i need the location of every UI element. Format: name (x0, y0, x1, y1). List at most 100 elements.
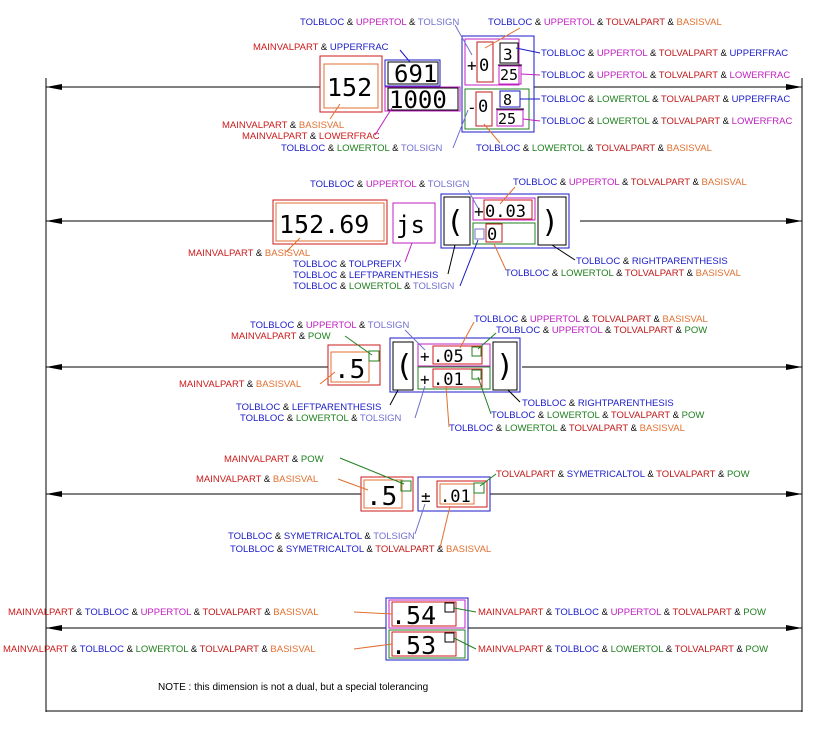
label-d1-uppersign: TOLBLOC & UPPERTOL & TOLSIGN (300, 17, 459, 28)
label-d3-rparen: TOLBLOC & RIGHTPARENTHESIS (522, 398, 674, 409)
arrowhead-left-3 (46, 364, 62, 370)
label-d1-lowerfrac: MAINVALPART & LOWERFRAC (242, 131, 380, 142)
upper-tolval-box-2 (483, 199, 533, 220)
label-d1-lowerden: TOLBLOC & LOWERTOL & TOLVALPART & LOWERF… (541, 116, 792, 127)
leader-d2-rparen (551, 244, 576, 261)
leader-d1-upperfrac (399, 49, 411, 63)
leader-d1-upperval (484, 27, 521, 49)
leader-d4-pow (339, 457, 405, 485)
leader-d2-basisval (285, 237, 301, 253)
label-d3-basisval: MAINVALPART & BASISVAL (179, 379, 301, 390)
lparen-2: ( (446, 205, 464, 240)
label-d3-upperval: TOLBLOC & UPPERTOL & TOLVALPART & BASISV… (474, 314, 708, 325)
upper-val-3: .05 (433, 347, 464, 367)
basisval-box-2 (275, 202, 385, 242)
lower-sign-box-2 (474, 228, 485, 240)
upper-tolval-box-1 (476, 41, 494, 83)
pow-box-3 (368, 350, 380, 362)
leader-d4-val (439, 505, 451, 549)
label-d2-basisval: MAINVALPART & BASISVAL (188, 248, 310, 259)
label-d2-lparen: TOLBLOC & LEFTPARENTHESIS (293, 270, 438, 281)
label-d3-lparen: TOLBLOC & LEFTPARENTHESIS (236, 402, 381, 413)
label-d4-valpow: TOLVALPART & SYMETRICALTOL & TOLVALPART … (496, 469, 750, 480)
label-d2-lowersign: TOLBLOC & LOWERTOL & TOLSIGN (293, 281, 455, 292)
label-d5-lower-left: MAINVALPART & TOLBLOC & LOWERTOL & TOLVA… (3, 644, 316, 655)
leader-d3-pow (344, 335, 373, 356)
upper-den-1: 25 (500, 66, 518, 84)
leader-d4-sign (414, 503, 426, 535)
label-d1-basisval: MAINVALPART & BASISVAL (222, 120, 344, 131)
main-value-1: 152 (327, 73, 372, 102)
label-d3-lowerval: TOLBLOC & LOWERTOL & TOLVALPART & BASISV… (449, 423, 685, 434)
label-d3-uppersign: TOLBLOC & UPPERTOL & TOLSIGN (250, 320, 409, 331)
tolbloc-box-5 (385, 597, 469, 661)
basisval-box-3 (330, 351, 370, 383)
leader-d1-upperden (520, 73, 541, 76)
lower-val-2: 0 (487, 225, 497, 245)
leader-d5-upper-left (353, 611, 393, 615)
leader-d3-lowersign (414, 385, 426, 419)
label-d1-upperfrac: MAINVALPART & UPPERFRAC (253, 42, 389, 53)
upper-sign-3: + (420, 347, 430, 366)
tolbloc-box-1 (461, 35, 535, 133)
sign-4: ± (421, 487, 431, 506)
leader-d4-basisval (337, 478, 369, 491)
leader-d3-uppersign (404, 329, 426, 351)
lowertol-box-1 (464, 88, 530, 130)
leader-d5-lower-left (353, 643, 393, 650)
rparen-2: ) (541, 205, 559, 240)
lowertol-box-2 (472, 222, 536, 245)
prefix-2: js (396, 211, 425, 239)
leader-d3-basisval (319, 371, 336, 385)
mainvalpart-box-3 (327, 344, 381, 386)
leader-d3-upperval (459, 321, 475, 349)
uppertol-box-3 (417, 343, 491, 367)
upper-den-box-1 (498, 65, 522, 85)
lower-pow-box-3 (471, 369, 482, 380)
label-d2-upperval: TOLBLOC & UPPERTOL & TOLVALPART & BASISV… (513, 177, 747, 188)
label-d5-lower-right: MAINVALPART & TOLBLOC & LOWERTOL & TOLVA… (478, 644, 768, 655)
leader-d1-lowersign (452, 109, 469, 149)
lower-val-3: .01 (433, 370, 464, 390)
rparen-3: ) (496, 349, 514, 384)
label-d2-tolprefix: TOLBLOC & TOLPREFIX (293, 259, 402, 270)
tolbloc-box-2 (440, 193, 570, 249)
main-value-3: .5 (334, 355, 365, 385)
upper-num-box-1 (499, 42, 519, 64)
uppertol-box-2 (472, 197, 536, 221)
leader-d2-upperval (499, 186, 516, 205)
lowertol-box-3 (417, 366, 491, 390)
arrowhead-left-5 (46, 625, 62, 631)
leader-d2-lowersign (459, 239, 479, 287)
main-value-2: 152.69 (279, 210, 369, 239)
leader-d2-tolprefix (404, 242, 413, 263)
label-d4-pow: MAINVALPART & POW (224, 454, 324, 465)
lowerfrac-inner-1 (387, 87, 459, 111)
leader-d3-rparen (507, 389, 521, 403)
label-d3-upperpow: TOLBLOC & UPPERTOL & TOLVALPART & POW (496, 325, 707, 336)
lower-tolval-box-2 (485, 223, 503, 243)
label-d3-lowerpow: TOLBLOC & LOWERTOL & TOLVALPART & POW (491, 410, 704, 421)
leader-d4-valpow (479, 473, 497, 487)
arrowhead-left-4 (46, 491, 62, 497)
label-d1-uppernum: TOLBLOC & UPPERTOL & TOLVALPART & UPPERF… (541, 48, 788, 59)
lower-den-box-1 (496, 109, 524, 127)
label-d3-lowersign: TOLBLOC & LOWERTOL & TOLSIGN (240, 413, 402, 424)
leader-d2-lparen (447, 244, 456, 275)
upper-value-5: .54 (391, 601, 436, 630)
leader-d3-lowerpow (477, 376, 492, 415)
upperfrac-inner-1 (387, 61, 439, 85)
main-value-4: .5 (366, 482, 397, 512)
upperfrac-box-1 (384, 59, 441, 87)
lower-pow-box-5 (444, 632, 455, 643)
rparen-box-3 (492, 341, 518, 391)
note-text: NOTE : this dimension is not a dual, but… (158, 682, 429, 693)
lower-val-1: 0 (478, 97, 488, 117)
basisval-box-4 (363, 479, 403, 509)
pow-box-4 (400, 480, 412, 492)
label-d1-upperval: TOLBLOC & UPPERTOL & TOLVALPART & BASISV… (488, 17, 722, 28)
uppertol-box-1 (464, 38, 520, 86)
lower-den-1: 25 (498, 110, 516, 128)
label-d1-lowersign: TOLBLOC & LOWERTOL & TOLSIGN (281, 143, 443, 154)
